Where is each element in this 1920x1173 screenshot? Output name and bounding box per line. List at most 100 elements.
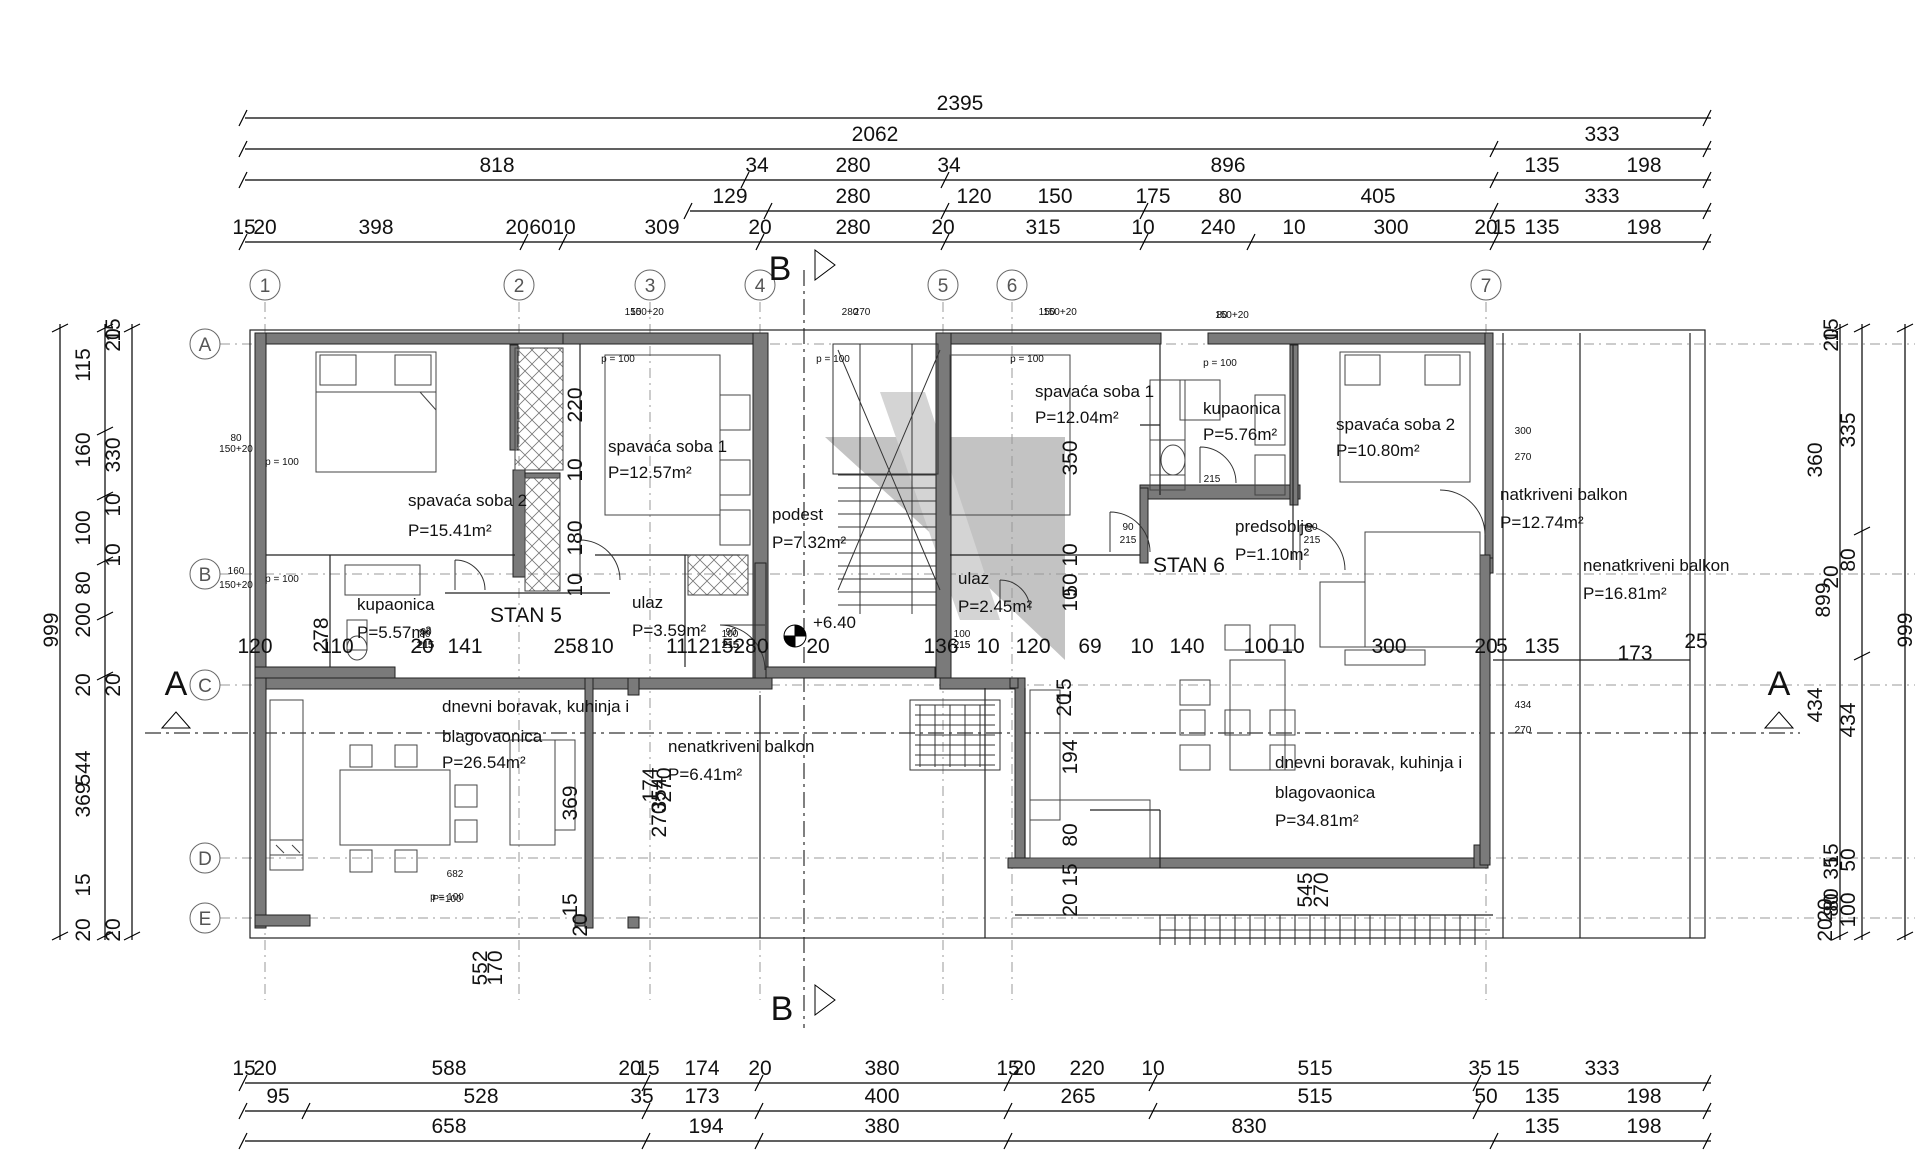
dimension-value: 545 xyxy=(1294,872,1317,907)
dimension-value: 90 xyxy=(1306,522,1318,533)
dimension-value: 60 xyxy=(529,216,552,239)
dimension-value: 174 xyxy=(639,767,662,802)
dimension-value: 20 xyxy=(253,1057,276,1080)
dimension-value: 135 xyxy=(1524,154,1559,177)
dimension-value: 15 xyxy=(1820,318,1843,341)
dimension-value: 173 xyxy=(1617,642,1652,665)
section-mark-a-left: A xyxy=(165,665,188,703)
room-name: podest xyxy=(772,505,823,524)
dimension-value: 220 xyxy=(1069,1057,1104,1080)
dimension-value: 330 xyxy=(102,437,125,472)
dimension-value: 150+20 xyxy=(1215,310,1249,321)
dimension-value: 20 xyxy=(72,673,95,696)
room-area: P=12.57m² xyxy=(608,463,692,482)
grid-row-a: A xyxy=(199,335,212,356)
room-name: ulaz xyxy=(632,593,663,612)
dimension-value: 15 xyxy=(102,318,125,341)
dimension-value: 35 xyxy=(1820,856,1843,879)
dimension-value: 10 xyxy=(1281,635,1304,658)
grid-col-1: 1 xyxy=(260,276,271,297)
dimension-value: 10 xyxy=(564,458,587,481)
dimension-value: 25 xyxy=(1684,630,1707,653)
room-name: kupaonica xyxy=(357,595,435,614)
dimension-value: 215 xyxy=(1304,535,1321,546)
room-name: dnevni boravak, kuhinja i xyxy=(1275,753,1462,772)
dimension-value: 240 xyxy=(1200,216,1235,239)
dimension-value: 434 xyxy=(1515,700,1532,711)
room-name: spavaća soba 2 xyxy=(1336,415,1455,434)
dimension-value: 34 xyxy=(937,154,961,177)
dimension-value: 999 xyxy=(1894,612,1917,647)
railings xyxy=(1159,915,1490,945)
dimension-value: p = 100 xyxy=(265,457,299,468)
dimension-value: 15 xyxy=(72,873,95,896)
dimension-value: 100 xyxy=(722,629,739,640)
dimension-value: 20 xyxy=(102,328,125,351)
dimension-value: 434 xyxy=(1837,702,1860,737)
section-mark-b-bottom: B xyxy=(771,990,794,1028)
dimension-value: 2395 xyxy=(937,92,984,115)
dimension-value: 100 xyxy=(954,629,971,640)
dimension-value: 335 xyxy=(1837,412,1860,447)
dimension-value: 215 xyxy=(1204,474,1221,485)
dimension-value: 215 xyxy=(954,640,971,651)
dimension-value: 135 xyxy=(1524,216,1559,239)
dimension-value: 15 xyxy=(1496,1057,1519,1080)
dimension-value: 80 xyxy=(1820,893,1843,916)
dimension-value: 15 xyxy=(636,1057,659,1080)
dimension-value: 95 xyxy=(266,1085,289,1108)
dimension-value: 10 xyxy=(102,493,125,516)
dimension-value: 588 xyxy=(431,1057,466,1080)
dimension-value: 80 xyxy=(230,433,242,444)
dimension-value: 10 xyxy=(1282,216,1305,239)
dimension-value: 198 xyxy=(1626,216,1661,239)
dimension-value: 35 xyxy=(630,1085,653,1108)
dimension-value: 80 xyxy=(1837,548,1860,571)
grid-row-d: D xyxy=(198,849,212,870)
dimension-value: 150 xyxy=(1037,185,1072,208)
dimension-value: 135 xyxy=(1524,1085,1559,1108)
dimension-value: 215 xyxy=(723,640,740,651)
dimension-value: 20 xyxy=(931,216,954,239)
dimension-value: 20 xyxy=(1474,216,1497,239)
dimension-lines xyxy=(59,117,1906,1142)
dimension-value: 15 xyxy=(1820,843,1843,866)
grid-col-4: 4 xyxy=(755,276,766,297)
room-name: kupaonica xyxy=(1203,399,1281,418)
dimension-value: 354 xyxy=(648,777,671,812)
dimension-value: 15 xyxy=(232,216,255,239)
dimension-value: 398 xyxy=(358,216,393,239)
dimension-value: 150+20 xyxy=(219,444,253,455)
dimension-value: 380 xyxy=(864,1057,899,1080)
room-name: ulaz xyxy=(958,569,989,588)
dimension-value: 515 xyxy=(1297,1057,1332,1080)
dimension-value: 90 xyxy=(1122,522,1134,533)
dimension-value: 280 xyxy=(835,154,870,177)
dimension-value: 160 xyxy=(72,432,95,467)
dimension-value: 69 xyxy=(1078,635,1101,658)
dimension-value: 315 xyxy=(1025,216,1060,239)
dimension-value: 150 xyxy=(1039,307,1056,318)
dimension-value: 80 xyxy=(1820,888,1843,911)
dimension-value: 215 xyxy=(418,640,435,651)
dimension-value: 20 xyxy=(1814,898,1837,921)
dimension-value: 333 xyxy=(1584,1057,1619,1080)
dimension-value: 333 xyxy=(1584,123,1619,146)
dimension-value: 141 xyxy=(447,635,482,658)
dimension-value: 111 xyxy=(666,635,698,658)
room-area: P=12.04m² xyxy=(1035,408,1119,427)
dimension-value: 15 xyxy=(1053,678,1076,701)
dimension-value: 20 xyxy=(569,913,592,936)
dimension-value: 369 xyxy=(72,782,95,817)
section-lines xyxy=(145,270,1800,1028)
dimension-value: 20 xyxy=(102,673,125,696)
dimension-value: 50 xyxy=(1837,848,1860,871)
dimension-value: 129 xyxy=(712,185,747,208)
dimension-value: 380 xyxy=(864,1115,899,1138)
room-area: P=5.76m² xyxy=(1203,425,1278,444)
outline-lines xyxy=(249,329,1706,939)
dimension-value: 830 xyxy=(1231,1115,1266,1138)
elevation-marker xyxy=(783,624,807,648)
dimension-value: 682 xyxy=(447,869,464,880)
